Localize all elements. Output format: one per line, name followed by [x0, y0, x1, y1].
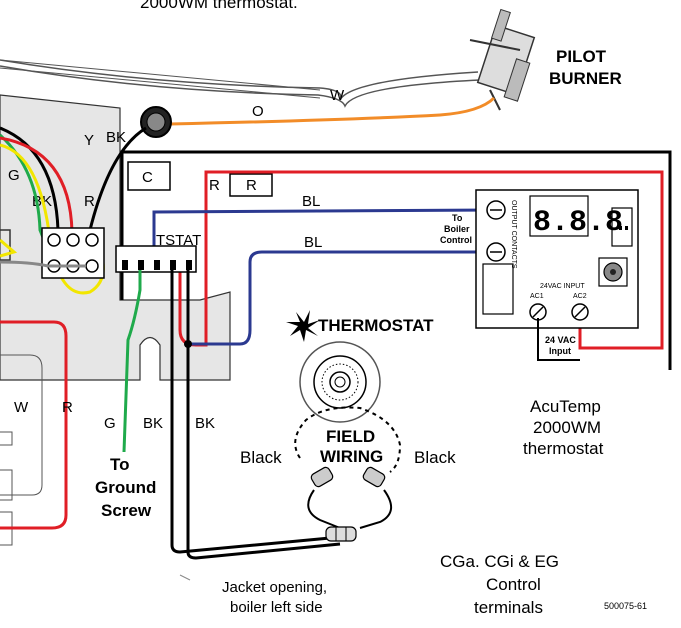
acutemp-3: thermostat [523, 439, 604, 458]
thermostat-title: THERMOSTAT [318, 316, 434, 335]
to-boiler-3: Control [440, 235, 472, 245]
cga-3: terminals [474, 598, 543, 617]
wire-g-left [0, 133, 50, 251]
label-w-top: W [330, 87, 345, 104]
label-y: Y [84, 132, 94, 149]
acutemp-module [475, 189, 639, 329]
terminal-r [229, 173, 273, 197]
ground-label-2: Ground [95, 478, 156, 497]
wire-nut-right-icon [362, 466, 386, 488]
wire-bk-2 [186, 268, 341, 560]
wire-r-left [0, 136, 74, 233]
acutemp-1: AcuTemp [530, 397, 601, 416]
to-boiler-1: To [452, 213, 463, 223]
pilot-label-1: PILOT [556, 47, 607, 66]
label-ac2: AC2 [573, 293, 587, 300]
wire-frame-black [120, 150, 672, 370]
label-bk-bottom-1: BK [143, 415, 163, 432]
label-bk-bottom-2: BK [195, 415, 215, 432]
label-tstat: TSTAT [156, 232, 201, 249]
cga-2: Control [486, 575, 541, 594]
field-wiring-outline [294, 406, 402, 473]
label-c: C [142, 169, 153, 186]
field-1: FIELD [326, 427, 375, 446]
label-ac1: AC1 [530, 293, 544, 300]
wire-bk-left [0, 126, 60, 231]
black-right: Black [414, 448, 456, 467]
wire-bk-1 [170, 268, 331, 554]
vac-box-2: Input [549, 346, 571, 356]
vac-input-box [537, 318, 580, 361]
pilot-burner-icon [469, 8, 536, 111]
label-r-left: R [84, 193, 95, 210]
wire-nut-left-icon [310, 466, 334, 488]
output-contacts: OUTPUT CONTACTS [510, 200, 517, 269]
wire-w-top [0, 59, 479, 101]
pilot-label-2: BURNER [549, 69, 622, 88]
wire-r-lower-left [0, 320, 68, 530]
label-bl-lower: BL [304, 234, 322, 251]
tstat-terminal-block [115, 245, 197, 273]
jacket-2: boiler left side [230, 599, 323, 616]
to-boiler-2: Boiler [444, 224, 470, 234]
ground-label-1: To [110, 455, 130, 474]
vac-box-1: 24 VAC [545, 335, 576, 345]
cga-1: CGa. CGi & EG [440, 552, 559, 571]
jacket-1: Jacket opening, [222, 579, 327, 596]
cable-clamp-icon [325, 526, 357, 542]
label-o: O [252, 103, 264, 120]
ground-label-3: Screw [101, 501, 152, 520]
vac-input-header: 24VAC INPUT [540, 283, 585, 290]
top-caption: 2000WM thermostat. [140, 0, 298, 12]
label-g-bottom: G [104, 415, 116, 432]
label-bl-upper: BL [302, 193, 320, 210]
label-r-box: R [246, 177, 257, 194]
wire-g-ground [122, 270, 142, 453]
diagram-code: 500075-61 [604, 601, 647, 611]
thermostat-dial-icon [299, 341, 381, 423]
label-g-left: G [8, 167, 20, 184]
label-w-left: W [14, 399, 29, 416]
label-bk-top: BK [106, 129, 126, 146]
wire-bl-lower [188, 250, 494, 346]
black-left: Black [240, 448, 282, 467]
jacket-edge-lower [0, 354, 43, 546]
terminal-block-left [41, 227, 105, 279]
label-r-wire: R [209, 177, 220, 194]
field-2: WIRING [320, 447, 383, 466]
acutemp-2: 2000WM [533, 418, 601, 437]
terminal-c [127, 161, 171, 191]
wire-o [169, 96, 496, 126]
label-r-lower-left: R [62, 399, 73, 416]
thermostat-star-icon [286, 310, 320, 342]
display-digits: 8.8.8 [533, 206, 623, 240]
